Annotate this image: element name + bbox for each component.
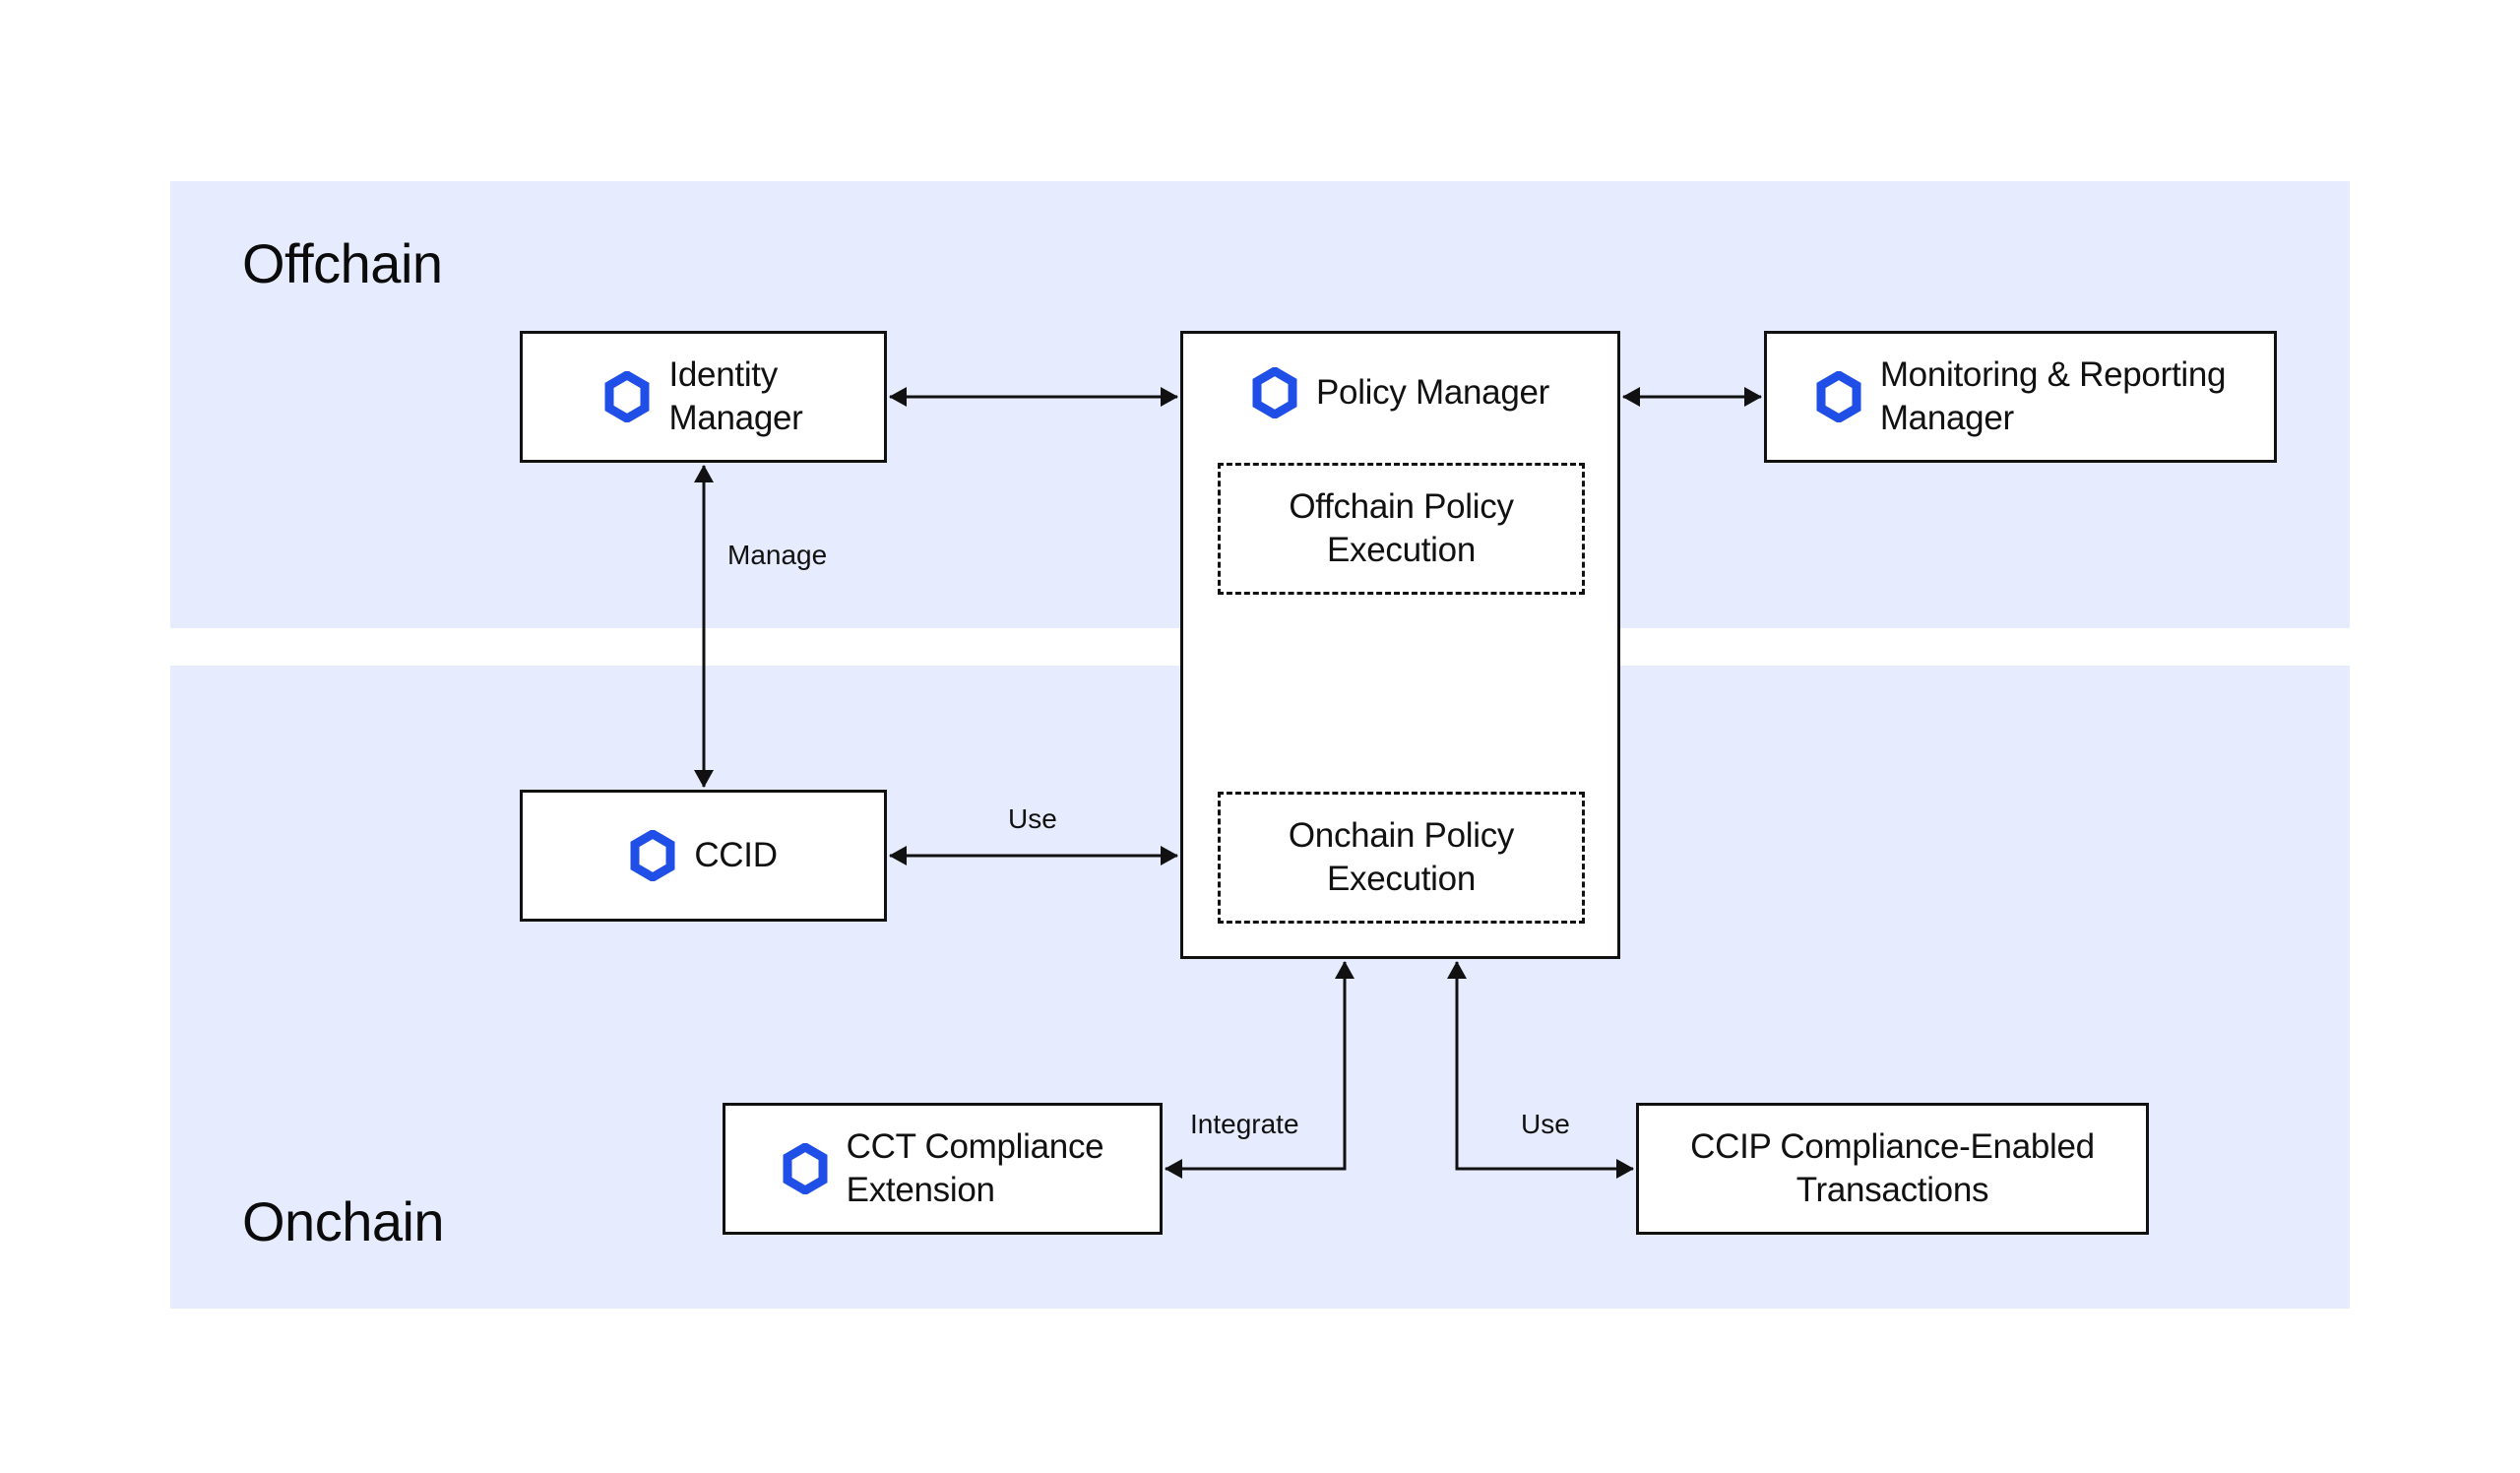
edge-label-use-ccip: Use <box>1521 1109 1570 1139</box>
identity-manager-node: Identity Manager <box>520 331 887 463</box>
ccip-compliance-enabled-transactions-node: CCIP Compliance-Enabled Transactions <box>1636 1103 2149 1235</box>
chainlink-hexagon-icon <box>1816 371 1861 422</box>
monitoring-reporting-manager-node: Monitoring & Reporting Manager <box>1764 331 2277 463</box>
offchain-region-title: Offchain <box>242 232 443 294</box>
identity-manager-label: Identity Manager <box>668 355 803 437</box>
policy-manager-node: Policy Manager Offchain Policy Execution… <box>1180 331 1620 959</box>
chainlink-hexagon-icon <box>783 1143 828 1194</box>
onchain-region-title: Onchain <box>242 1190 445 1252</box>
policy-manager-label: Policy Manager <box>1315 373 1550 412</box>
edge-label-manage: Manage <box>727 540 828 570</box>
ccip-compliance-enabled-transactions-label: CCIP Compliance-Enabled Transactions <box>1690 1127 2095 1209</box>
chainlink-hexagon-icon <box>630 830 675 881</box>
edge-label-integrate: Integrate <box>1190 1109 1299 1139</box>
offchain-policy-execution-label: Offchain Policy Execution <box>1289 487 1514 569</box>
onchain-policy-execution-node: Onchain Policy Execution <box>1218 792 1585 924</box>
ccid-node: CCID <box>520 790 887 922</box>
onchain-policy-execution-label: Onchain Policy Execution <box>1288 816 1515 898</box>
chainlink-hexagon-icon <box>604 371 650 422</box>
ccid-label: CCID <box>694 836 778 874</box>
edge-label-use-ccid: Use <box>1008 803 1057 834</box>
cct-compliance-extension-label: CCT Compliance Extension <box>846 1127 1104 1209</box>
offchain-policy-execution-node: Offchain Policy Execution <box>1218 463 1585 595</box>
monitoring-reporting-manager-label: Monitoring & Reporting Manager <box>1879 355 2227 437</box>
chainlink-hexagon-icon <box>1252 367 1297 418</box>
cct-compliance-extension-node: CCT Compliance Extension <box>723 1103 1163 1235</box>
